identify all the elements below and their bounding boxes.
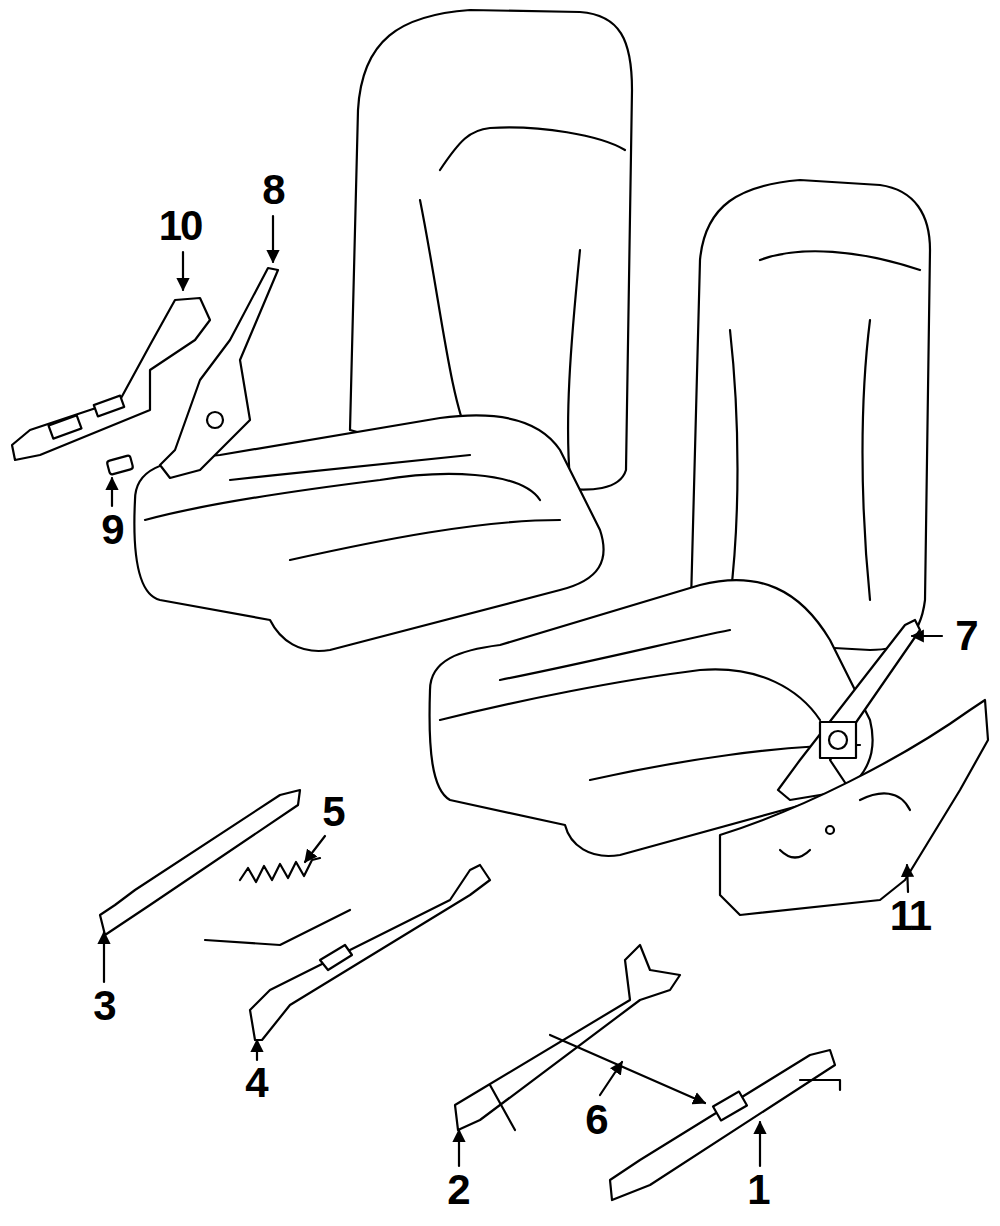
rear-seat: [440, 127, 625, 170]
front-seat: [440, 669, 820, 720]
callout-number: 7: [955, 615, 976, 657]
leader-arrows: [272, 216, 274, 262]
callout-number: 4: [245, 1062, 266, 1104]
seat-parts: [780, 793, 910, 857]
seat-parts: [829, 731, 847, 749]
seat-parts: [49, 415, 82, 438]
seat-parts: [160, 268, 278, 478]
rear-seat: [134, 10, 632, 651]
callout-number: 2: [447, 1169, 468, 1211]
leader-arrows: [912, 635, 942, 637]
rear-seat: [145, 474, 540, 520]
callout-number: 10: [159, 205, 202, 247]
seat-parts: [610, 1050, 835, 1200]
seat-parts: [455, 945, 680, 1130]
callout-number: 6: [585, 1099, 606, 1141]
leader-arrows: [111, 478, 113, 506]
seat-parts: [320, 945, 352, 970]
rear-seat: [568, 250, 580, 480]
seat-parts: [207, 412, 223, 428]
seat-parts: [94, 396, 124, 417]
front-seat: [430, 180, 930, 856]
leader-arrows: [256, 1040, 258, 1060]
seat-parts: [720, 700, 988, 915]
leader-arrows: [182, 252, 184, 290]
seat-parts: [826, 826, 834, 834]
seat-parts: [107, 455, 134, 475]
seat-parts: [100, 790, 300, 935]
seat-parts: [490, 1085, 515, 1130]
seat-parts: [205, 910, 350, 945]
callout-number: 9: [101, 509, 122, 551]
callout-number: 8: [262, 169, 283, 211]
leader-arrows: [550, 1035, 705, 1103]
seat-parts: [240, 858, 320, 882]
seat-parts: [250, 865, 490, 1040]
rear-seat: [230, 455, 470, 480]
leader-arrows: [104, 216, 942, 1166]
front-seat: [730, 330, 738, 600]
leader-arrows: [103, 932, 105, 982]
front-seat: [760, 251, 920, 270]
seat-parts: [820, 722, 856, 758]
seat-parts: [12, 268, 988, 1200]
rear-seat: [420, 200, 470, 440]
callout-number: 3: [93, 985, 114, 1027]
rear-seat: [290, 520, 560, 560]
leader-arrows: [305, 836, 325, 862]
seat-parts: [713, 1092, 747, 1121]
callout-number: 5: [322, 791, 343, 833]
leader-arrows: [907, 865, 908, 892]
leader-arrows: [458, 1130, 460, 1166]
leader-arrows: [759, 1122, 761, 1166]
callout-number: 1: [747, 1169, 768, 1211]
front-seat: [863, 320, 871, 600]
front-seat: [500, 630, 730, 680]
callout-number: 11: [890, 895, 930, 937]
leader-arrows: [600, 1062, 622, 1095]
seat-parts: [800, 1080, 840, 1090]
